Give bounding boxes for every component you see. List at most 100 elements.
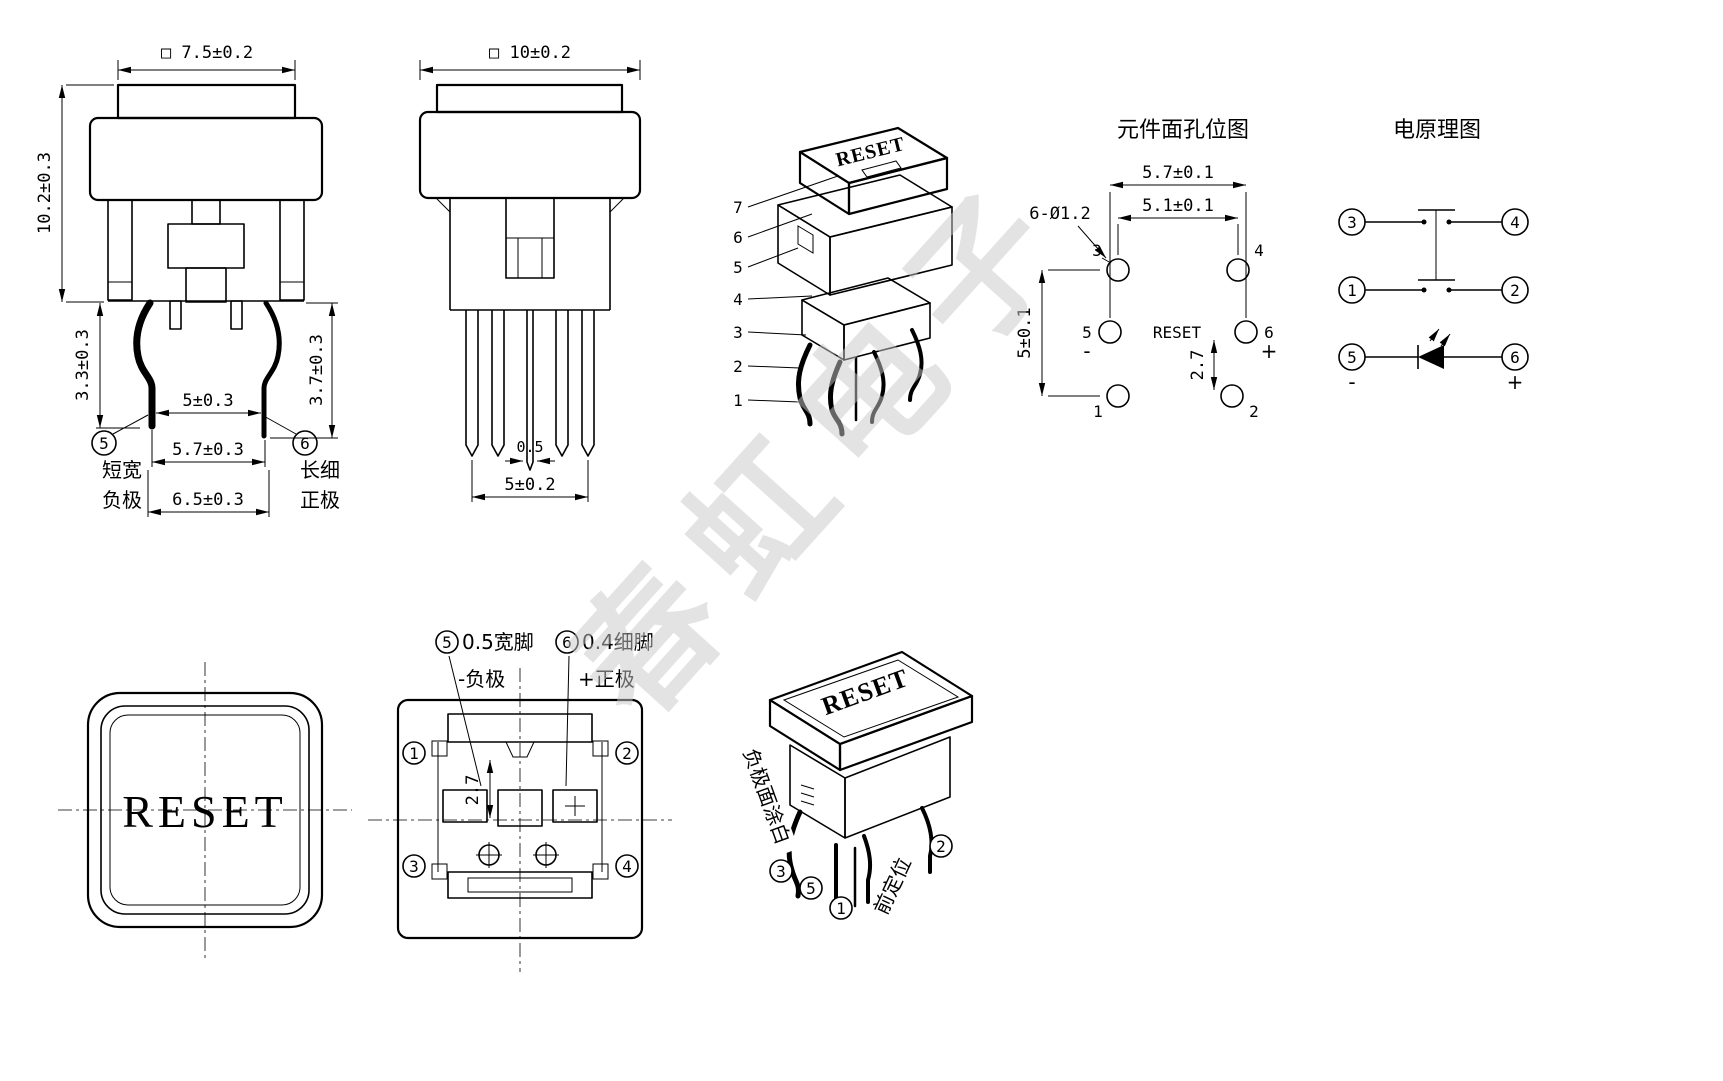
iso-top-legs <box>795 328 924 437</box>
iso-top-callouts: 7 6 5 4 3 2 1 <box>733 175 839 410</box>
negative-pin <box>133 299 156 430</box>
bottom-label-6: 0.4细脚 <box>582 630 654 654</box>
dim-leg-span-inner: 5±0.3 <box>182 391 233 411</box>
front-pos-label-group: 前定位 <box>866 848 919 924</box>
dim-height: 10.2±0.3 <box>35 152 55 234</box>
dim-outer-span: 5.7±0.1 <box>1142 163 1214 183</box>
callout-6-desc-1: 长细 <box>300 458 340 482</box>
label-front-position: 前定位 <box>869 854 916 919</box>
dim-left-leg: 3.3±0.3 <box>73 329 93 401</box>
bottom-view-corner-callouts: 1 2 3 4 <box>402 741 639 878</box>
bottom-view-dim-offset: 2.7 <box>463 760 494 818</box>
center-pin <box>526 310 534 471</box>
callout-1: 1 <box>733 391 743 410</box>
pin-5: 5 <box>1347 348 1357 367</box>
iso-bottom-callout-2: 2 <box>936 837 946 856</box>
dim-pin-span: 5±0.2 <box>504 475 555 495</box>
hole-label-6: 6 <box>1264 323 1274 342</box>
iso-bottom-view: RESET 负极面涂白 前定位 3 5 1 2 <box>734 650 974 924</box>
dim-center-pin: 0.5 <box>516 438 543 456</box>
hole-layout-view: 元件面孔位图 5.7±0.1 5.1±0.1 6-Ø1.2 5±0.1 <box>1015 118 1277 421</box>
dim-row-span: 5±0.1 <box>1015 307 1035 358</box>
iso-top-cap-text: RESET <box>834 133 908 171</box>
plus-sign: + <box>1261 339 1278 363</box>
schematic-minus: - <box>1348 370 1355 394</box>
dim-leg-span-outer: 6.5±0.3 <box>172 490 244 510</box>
pin-2: 2 <box>1510 281 1520 300</box>
bottom-polarity-5: -负极 <box>458 667 505 691</box>
callout-5-desc-2: 负极 <box>102 488 142 512</box>
corner-4: 4 <box>622 857 632 876</box>
callout-5-desc-1: 短宽 <box>102 458 142 482</box>
callout-6-desc-2: 正极 <box>300 488 340 512</box>
hole-layout-title: 元件面孔位图 <box>1117 118 1249 143</box>
callout-4: 4 <box>733 290 743 309</box>
front-view-dimensions: □ 7.5±0.2 10.2±0.3 3.3±0.3 3.7±0.3 5±0.3… <box>35 43 338 517</box>
iso-top-view: RESET 7 6 5 4 3 2 1 <box>733 126 953 437</box>
corner-2: 2 <box>622 744 632 763</box>
bottom-label-5: 0.5宽脚 <box>462 630 534 654</box>
bottom-view: 1 2 3 4 2.7 5 0.5宽脚 -负极 6 0.4细脚 +正极 <box>368 630 672 972</box>
dim-cap-width: □ 7.5±0.2 <box>161 43 253 63</box>
watermark-text: 春虹电子 <box>542 147 1107 750</box>
hole-layout-labels: 3 4 5 6 1 2 - + RESET <box>1082 241 1277 421</box>
dim-offset: 2.7 <box>1188 350 1208 381</box>
cap-outline <box>86 691 324 929</box>
corner-1: 1 <box>409 744 419 763</box>
schematic-title: 电原理图 <box>1393 118 1481 143</box>
paint-label-group: 负极面涂白 <box>734 735 799 857</box>
bottom-polarity-6: +正极 <box>578 667 635 691</box>
dim-offset: 2.7 <box>463 775 483 806</box>
iso-bottom-callouts: 3 5 1 2 <box>769 834 953 920</box>
side-view-body <box>418 83 642 311</box>
minus-sign: - <box>1083 339 1090 363</box>
callout-5-number: 5 <box>99 434 109 453</box>
iso-bottom-callout-5: 5 <box>806 879 816 898</box>
label-paint-white: 负极面涂白 <box>738 745 795 847</box>
front-view-callout-5: 5 短宽 负极 <box>91 414 149 512</box>
front-view-pins <box>133 299 282 439</box>
hole-label-1: 1 <box>1093 402 1103 421</box>
iso-bottom-body <box>768 650 974 839</box>
positive-pin <box>261 300 282 439</box>
bottom-callout-5: 5 <box>442 633 452 652</box>
dim-right-leg: 3.7±0.3 <box>307 334 327 406</box>
hole-label-5: 5 <box>1082 323 1092 342</box>
corner-3: 3 <box>409 857 419 876</box>
front-view: □ 7.5±0.2 10.2±0.3 3.3±0.3 3.7±0.3 5±0.3… <box>35 43 340 517</box>
side-view: □ 10±0.2 0.5 5±0.2 <box>418 43 642 502</box>
bottom-view-inner <box>431 713 609 899</box>
callout-circle-5 <box>91 430 117 456</box>
callout-3: 3 <box>733 323 743 342</box>
dim-leg-span-mid: 5.7±0.3 <box>172 440 244 460</box>
hole-layout-dimensions: 5.7±0.1 5.1±0.1 6-Ø1.2 5±0.1 2.7 <box>1015 163 1247 397</box>
pin-3: 3 <box>1347 213 1357 232</box>
callout-5: 5 <box>733 258 743 277</box>
iso-bottom-callout-1: 1 <box>836 899 846 918</box>
schematic-view: 电原理图 3 4 1 2 5 6 <box>1338 118 1529 394</box>
watermark: 春虹电子 <box>542 147 1107 750</box>
iso-top-body <box>777 126 953 361</box>
bottom-view-pin-labels: 5 0.5宽脚 -负极 6 0.4细脚 +正极 <box>435 630 654 787</box>
callout-6: 6 <box>733 228 743 247</box>
dim-inner-span: 5.1±0.1 <box>1142 196 1214 216</box>
side-view-pins <box>465 310 595 471</box>
pin-6: 6 <box>1510 348 1520 367</box>
callout-circle-6 <box>292 430 318 456</box>
side-view-dimensions: □ 10±0.2 0.5 5±0.2 <box>419 43 641 502</box>
schematic-plus: + <box>1507 370 1524 394</box>
hole-label-4: 4 <box>1254 241 1264 260</box>
cap-top-reset-text: RESET <box>122 786 288 837</box>
callout-2: 2 <box>733 357 743 376</box>
front-view-callout-6: 6 长细 正极 <box>261 414 340 512</box>
hole-layout-reset-text: RESET <box>1153 323 1202 342</box>
pin-4: 4 <box>1510 213 1520 232</box>
callout-7: 7 <box>733 198 743 217</box>
callout-6-number: 6 <box>300 434 310 453</box>
led-symbol <box>1365 328 1502 369</box>
hole-label-2: 2 <box>1249 402 1259 421</box>
hole-layout-holes <box>1098 258 1258 408</box>
bottom-callout-6: 6 <box>562 633 572 652</box>
cap-top-view: RESET <box>58 662 352 958</box>
iso-bottom-callout-3: 3 <box>776 862 786 881</box>
